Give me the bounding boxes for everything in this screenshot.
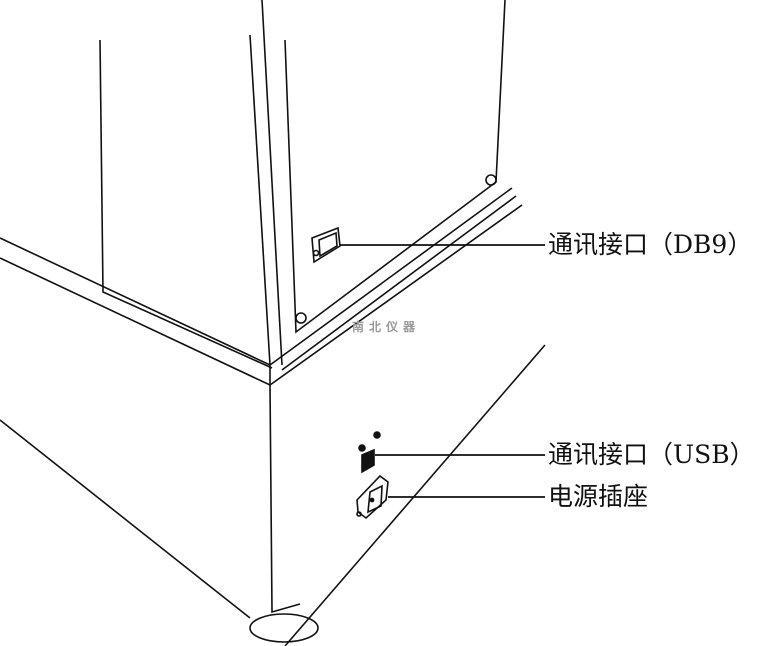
- label-power-socket: 电源插座: [548, 482, 649, 511]
- leader-lines: [340, 244, 545, 498]
- upper-cabinet: [99, 0, 506, 369]
- foot: [249, 613, 319, 643]
- watermark: 南北仪器: [352, 320, 421, 334]
- base-body: [0, 344, 546, 646]
- label-db9-port: 通讯接口（DB9）: [548, 230, 753, 259]
- screw-icon: [485, 174, 497, 186]
- db9-connector-icon: [311, 226, 341, 264]
- label-usb-port: 通讯接口（USB）: [548, 440, 755, 469]
- power-socket-icon: [356, 474, 389, 520]
- screw-icon: [295, 312, 307, 324]
- usb-port-icon: [358, 431, 381, 474]
